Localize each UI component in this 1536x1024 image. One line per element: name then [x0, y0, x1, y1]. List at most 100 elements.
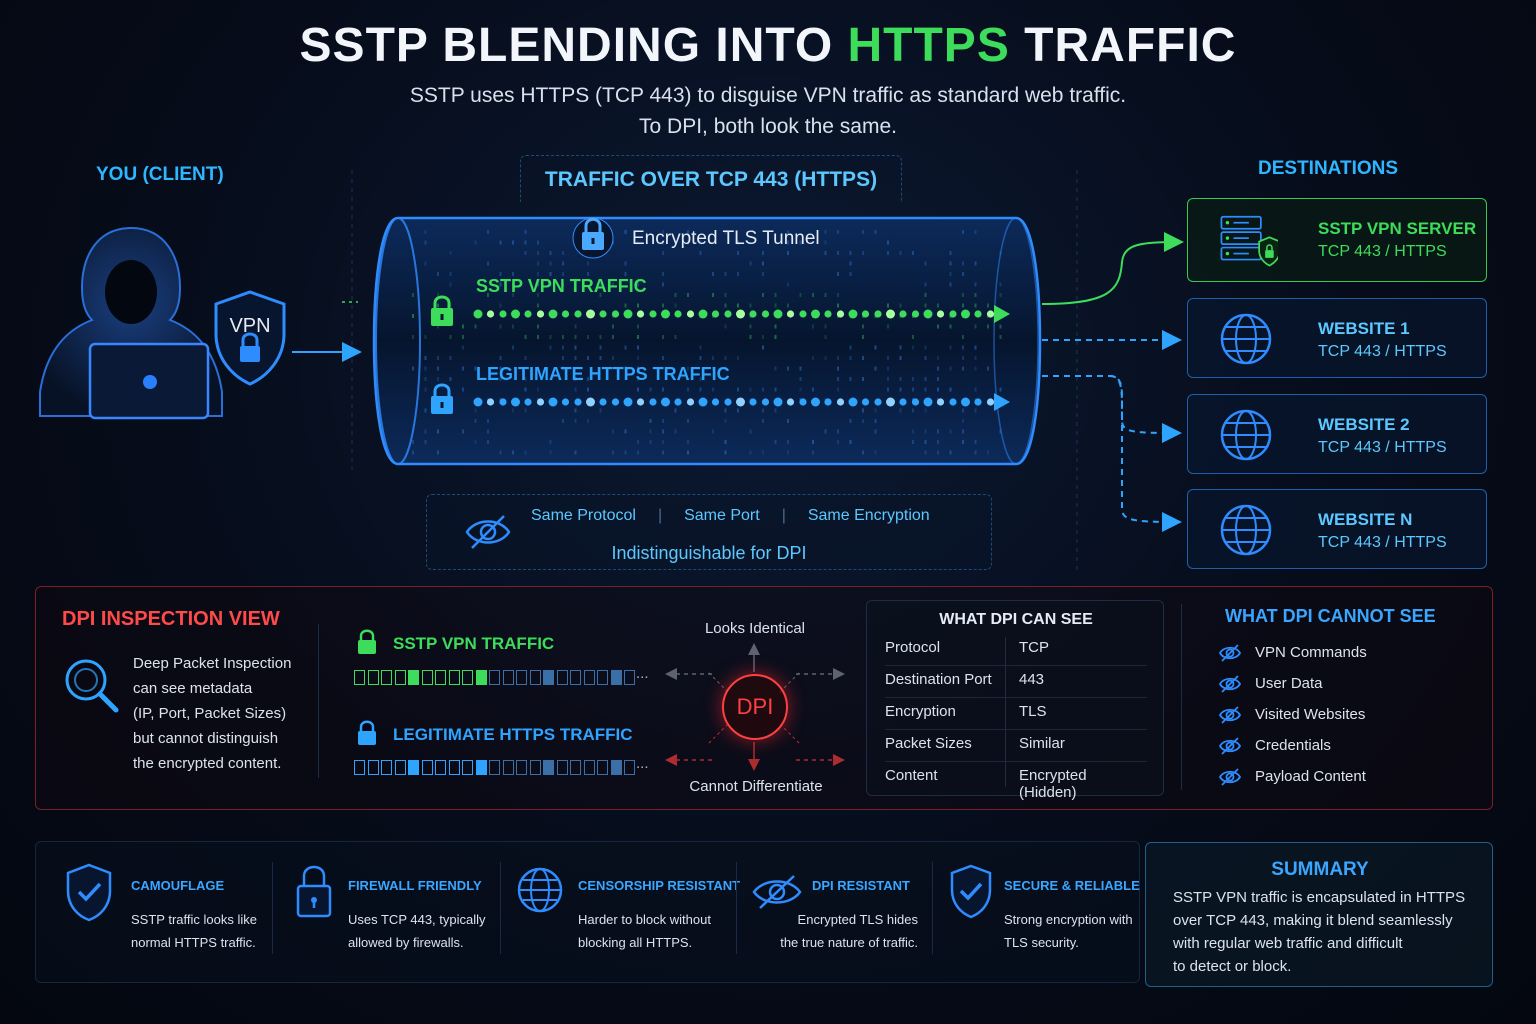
binary-bit — [524, 387, 527, 392]
binary-bit — [924, 282, 927, 287]
binary-bit — [837, 272, 839, 276]
traffic-dot — [736, 309, 745, 319]
binary-bit — [962, 440, 964, 444]
binary-bit — [949, 450, 952, 455]
traffic-dot — [799, 398, 807, 406]
server-shield-icon — [1220, 215, 1278, 267]
feature-line: Harder to block without — [578, 912, 711, 927]
traffic-dot — [786, 310, 795, 318]
cannot-differentiate-label: Cannot Differentiate — [689, 778, 823, 795]
binary-bit — [874, 419, 877, 423]
destination-website-1: WEBSITE 1 TCP 443 / HTTPS — [1187, 298, 1487, 378]
binary-bit — [887, 251, 889, 255]
packet-block — [354, 760, 365, 775]
same-port: Same Port — [684, 507, 760, 524]
binary-bit — [449, 335, 452, 339]
divider — [500, 862, 501, 954]
can-see-title: WHAT DPI CAN SEE — [939, 611, 1093, 628]
divider — [736, 862, 737, 954]
binary-bit — [737, 356, 739, 360]
binary-bit — [787, 440, 789, 444]
binary-bit — [424, 335, 427, 339]
traffic-dot — [961, 309, 970, 319]
stream-arrowhead — [994, 393, 1010, 411]
packet-block — [516, 760, 527, 775]
separator: | — [781, 507, 786, 524]
traffic-dot — [886, 397, 895, 407]
binary-bit — [862, 450, 864, 455]
binary-bit — [412, 366, 414, 371]
feature-title: CAMOUFLAGE — [131, 878, 225, 893]
binary-bit — [899, 345, 902, 350]
binary-bit — [724, 230, 727, 234]
traffic-dot — [711, 310, 720, 318]
binary-bit — [874, 450, 877, 455]
binary-bit — [912, 335, 914, 339]
row-key: Destination Port — [885, 671, 992, 688]
binary-bit — [849, 272, 852, 276]
binary-bit — [762, 251, 764, 255]
binary-bit — [999, 429, 1002, 434]
divider — [272, 862, 273, 954]
packet-block — [570, 670, 581, 685]
packet-block — [394, 760, 406, 775]
binary-bit — [624, 366, 627, 371]
binary-bit — [687, 419, 689, 423]
indistinguishable-caption: Indistinguishable for DPI — [611, 543, 807, 563]
globe-icon — [1220, 313, 1272, 365]
eye-slash-icon — [465, 515, 511, 549]
binary-bit — [749, 387, 752, 392]
traffic-dot — [861, 310, 870, 318]
binary-bit — [762, 408, 764, 413]
binary-bit — [649, 387, 652, 392]
binary-bit — [674, 429, 677, 434]
binary-bit — [887, 303, 889, 308]
binary-bit — [412, 314, 414, 318]
traffic-dot — [749, 398, 757, 406]
binary-bit — [974, 282, 977, 287]
binary-bit — [774, 335, 777, 339]
binary-bit — [537, 303, 539, 308]
binary-bit — [912, 387, 914, 392]
binary-bit — [474, 324, 477, 329]
legit-packet-stream — [354, 760, 654, 778]
dpi-description: Deep Packet Inspection can see metadata … — [133, 651, 313, 776]
binary-bit — [837, 366, 839, 371]
page-title: SSTP BLENDING INTO HTTPS TRAFFIC — [299, 19, 1237, 72]
binary-bit — [549, 440, 552, 444]
destination-port: TCP 443 / HTTPS — [1318, 343, 1447, 360]
binary-bit — [987, 366, 989, 371]
binary-bit — [999, 324, 1002, 329]
binary-bit — [824, 324, 827, 329]
traffic-header: TRAFFIC OVER TCP 443 (HTTPS) — [520, 155, 902, 202]
binary-bit — [424, 408, 427, 413]
traffic-dot — [911, 398, 920, 406]
traffic-dot — [661, 397, 670, 407]
row-value: Similar — [1019, 735, 1065, 752]
binary-bit — [549, 282, 552, 287]
packet-block — [516, 670, 527, 685]
binary-bit — [787, 282, 789, 287]
binary-bit — [787, 240, 789, 245]
binary-bit — [537, 282, 539, 287]
binary-bit — [937, 324, 939, 329]
binary-bit — [962, 429, 964, 434]
binary-bit — [924, 261, 927, 266]
binary-bit — [474, 240, 477, 245]
indistinguishable-note: Same Protocol|Same Port|Same Encryption … — [426, 494, 992, 570]
destination-name: WEBSITE N — [1318, 510, 1413, 529]
binary-bit — [974, 303, 977, 308]
binary-bit — [712, 272, 714, 276]
binary-bit — [974, 366, 977, 371]
binary-bit — [937, 356, 939, 360]
traffic-dot — [623, 309, 633, 319]
traffic-dot — [561, 398, 570, 406]
dpi-description-line: Deep Packet Inspection — [133, 655, 292, 672]
binary-bit — [987, 450, 989, 455]
binary-bit — [824, 335, 827, 339]
list-item: Credentials — [1218, 734, 1478, 760]
binary-bit — [524, 450, 527, 455]
binary-bit — [462, 366, 464, 371]
traffic-dot — [949, 398, 957, 406]
